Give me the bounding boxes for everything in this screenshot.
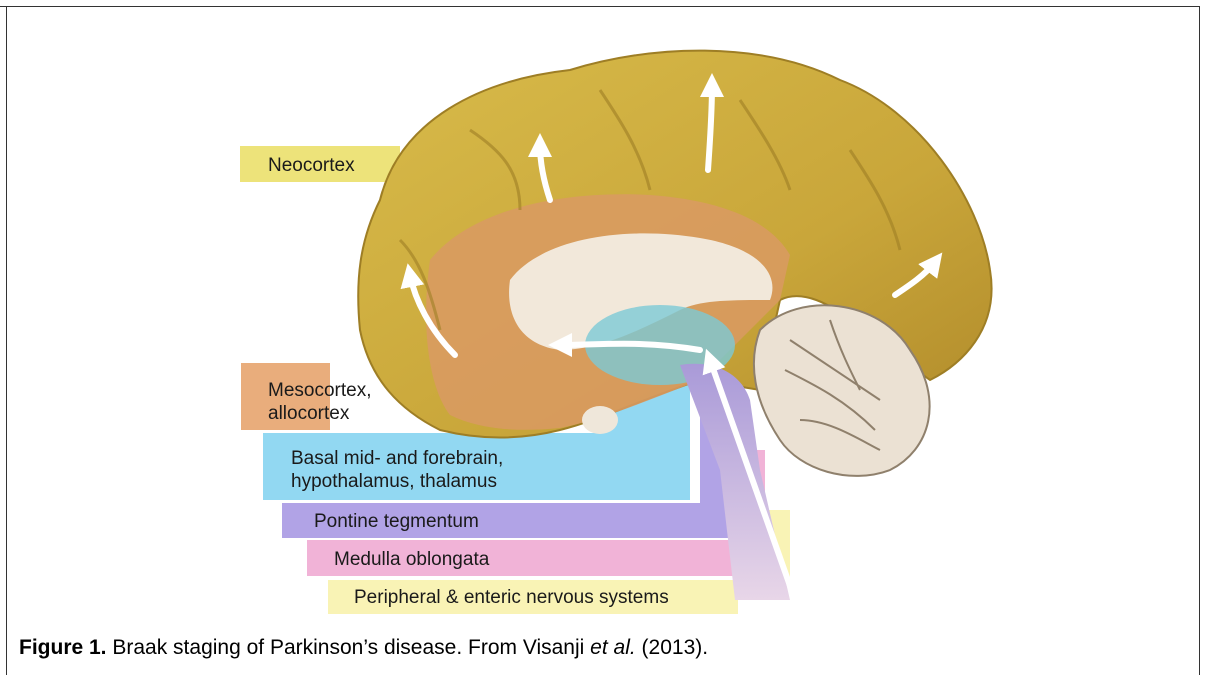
label-basal-line1: Basal mid- and forebrain, — [291, 447, 503, 471]
figure-caption: Figure 1. Braak staging of Parkinson’s d… — [19, 636, 708, 660]
label-neocortex: Neocortex — [268, 154, 355, 178]
label-peripheral: Peripheral & enteric nervous systems — [354, 586, 669, 610]
pituitary — [582, 406, 618, 434]
caption-prefix: Figure 1. — [19, 636, 107, 659]
braak-staging-diagram — [0, 0, 1206, 630]
label-medulla: Medulla oblongata — [334, 548, 489, 572]
caption-italic: et al. — [590, 636, 636, 659]
caption-text: Braak staging of Parkinson’s disease. Fr… — [107, 636, 591, 659]
caption-suffix: (2013). — [636, 636, 708, 659]
label-pontine: Pontine tegmentum — [314, 510, 479, 534]
label-mesocortex: Mesocortex, — [268, 379, 371, 403]
label-allocortex: allocortex — [268, 402, 349, 426]
label-basal-line2: hypothalamus, thalamus — [291, 470, 497, 494]
